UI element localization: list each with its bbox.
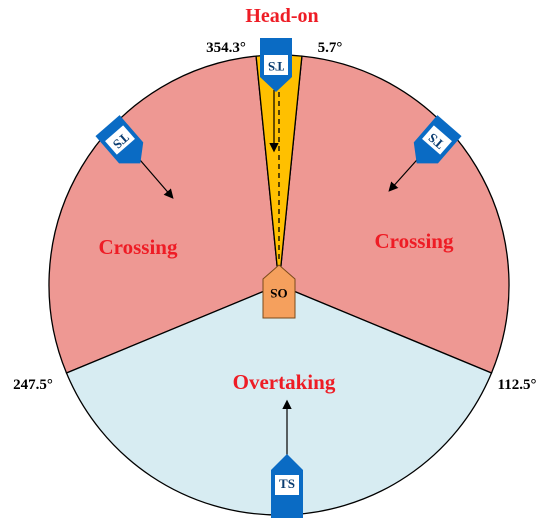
crossing-right-label: Crossing — [375, 229, 454, 253]
target-ship-overtaking-label: TS — [279, 476, 295, 491]
crossing-left-label: Crossing — [99, 235, 178, 259]
target-ship-head-on-label: TS — [268, 59, 284, 74]
target-ship-left: TS — [95, 115, 144, 164]
overtaking-label: Overtaking — [233, 370, 336, 394]
own-ship-label: OS — [270, 286, 287, 301]
target-ship-right: TS — [413, 115, 462, 164]
angle-5-label: 5.7° — [318, 40, 343, 56]
head-on-title: Head-on — [245, 5, 318, 27]
target-ship-head-on: TS — [260, 38, 292, 92]
angle-354-label: 354.3° — [206, 40, 246, 56]
angle-247-label: 247.5° — [13, 377, 53, 393]
own-ship: OS — [262, 264, 296, 319]
target-ship-overtaking: TS — [271, 454, 303, 518]
angle-112-label: 112.5° — [498, 377, 537, 393]
